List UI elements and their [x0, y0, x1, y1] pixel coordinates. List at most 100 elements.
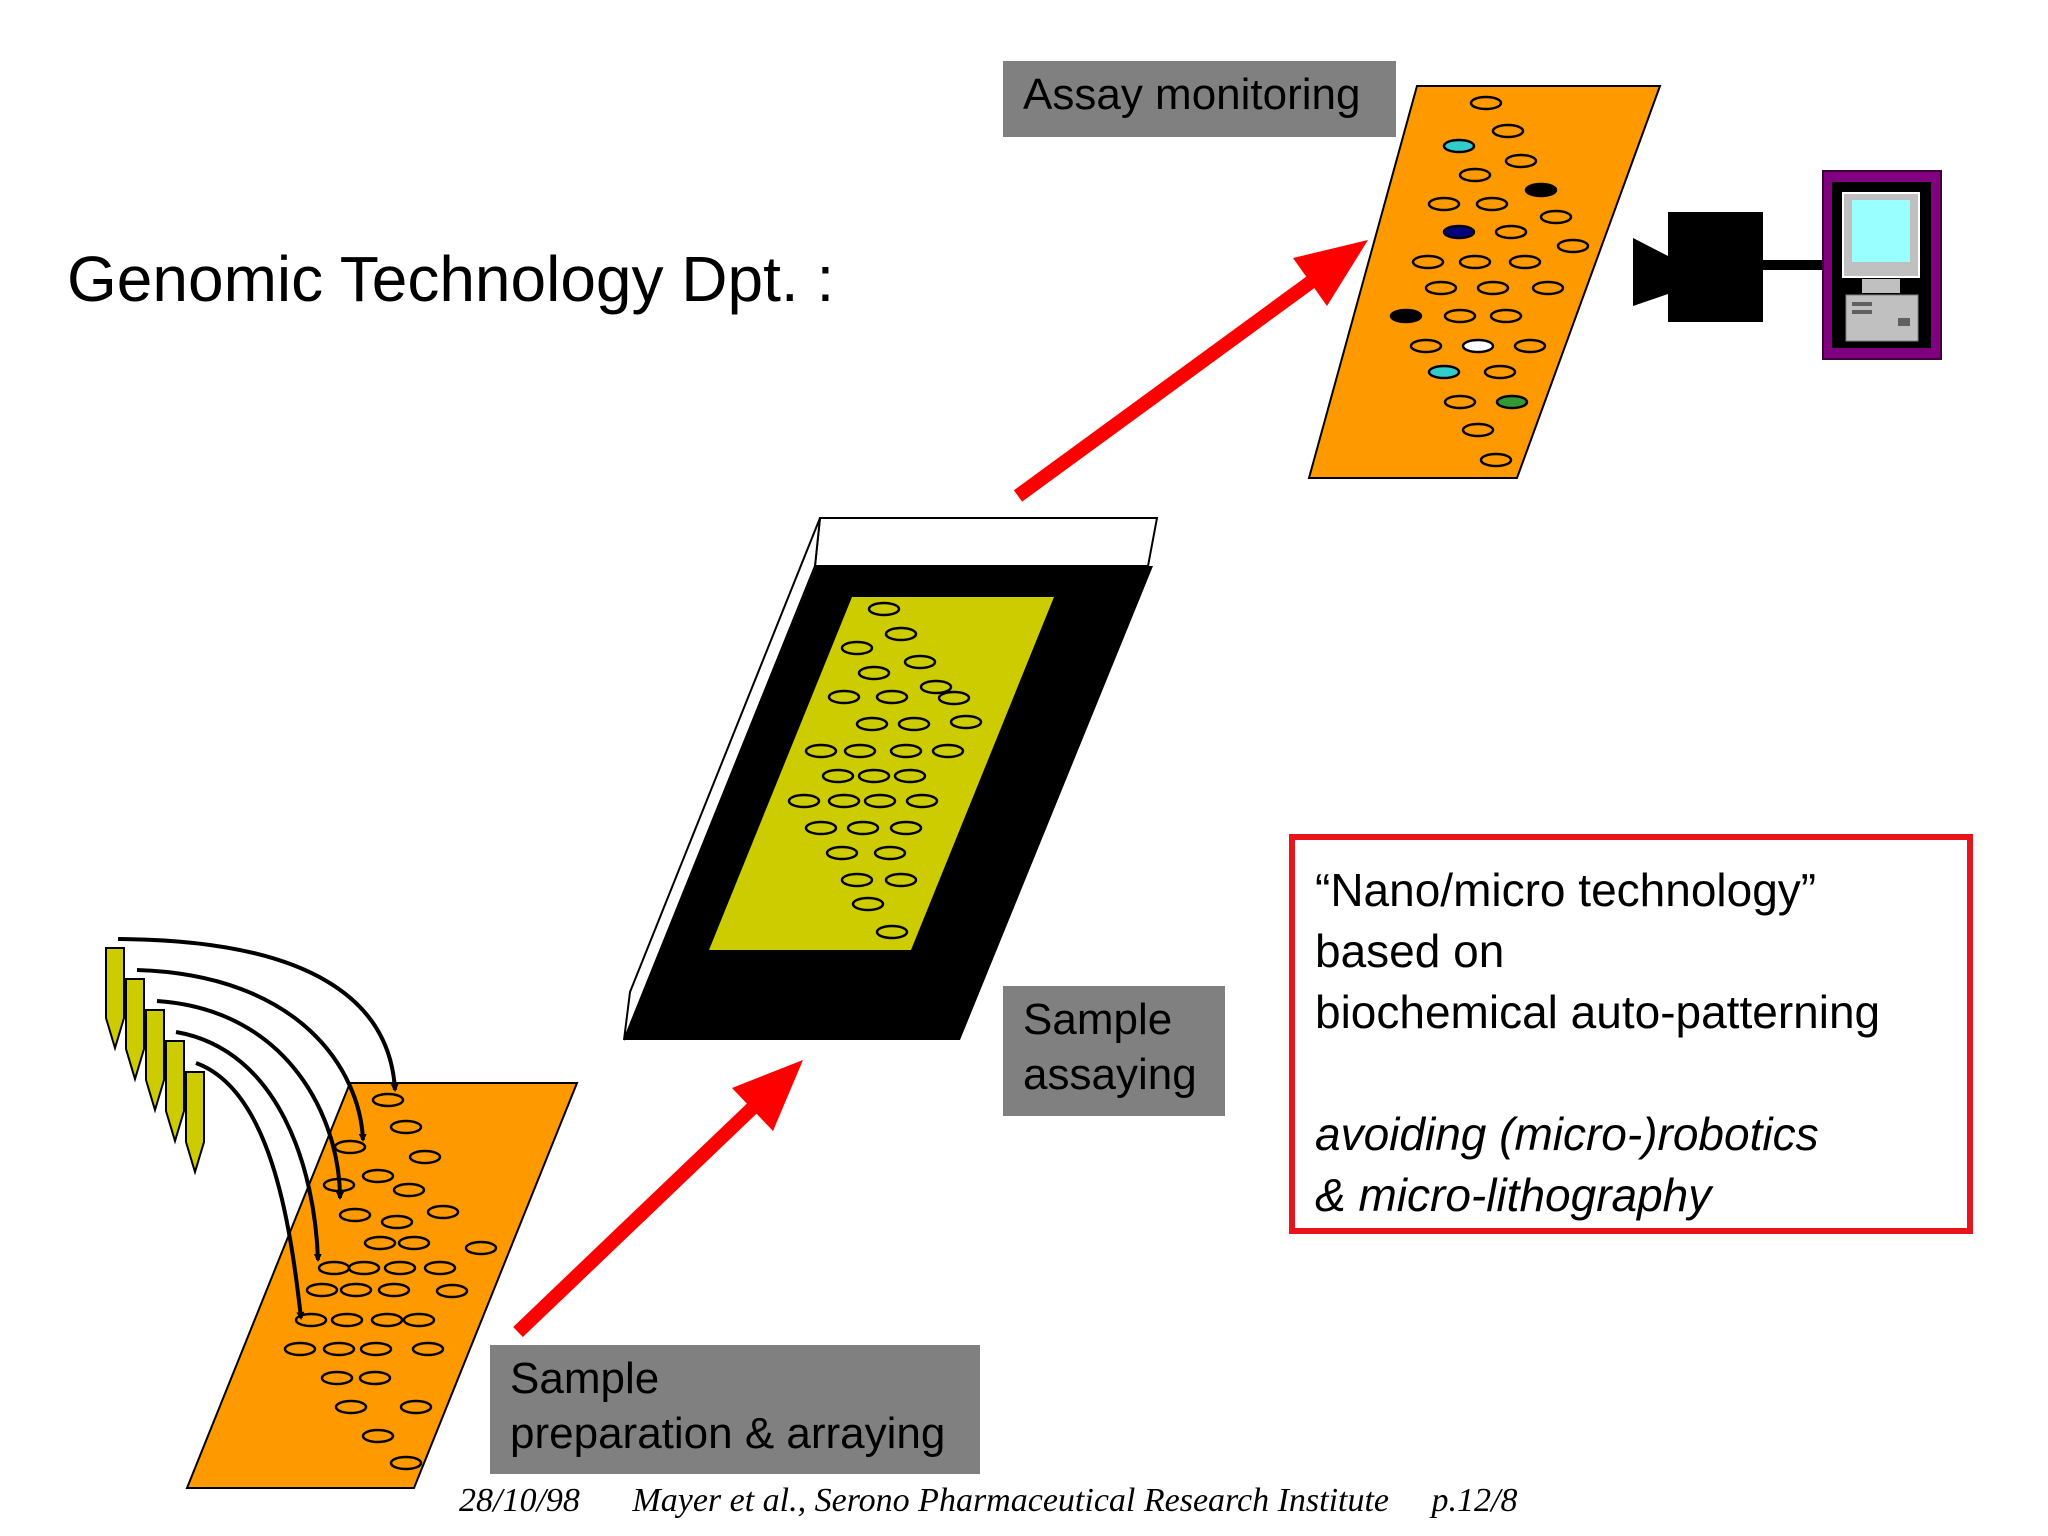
spot [426, 1204, 460, 1220]
monitored-slide [1307, 85, 1662, 479]
spot [905, 793, 939, 809]
sample-prep-line-1: Sample [510, 1354, 660, 1403]
spot [1461, 422, 1495, 438]
spot [411, 1341, 445, 1357]
spot [389, 1455, 423, 1471]
chip-spots [787, 601, 983, 940]
footer-source: Mayer et al., Serono Pharmaceutical Rese… [632, 1482, 1390, 1519]
spot [1427, 364, 1461, 380]
spot [1411, 254, 1445, 270]
info-line-2: based on [1315, 925, 1505, 977]
spot [371, 1092, 405, 1108]
spot [857, 665, 891, 681]
spot [1409, 338, 1443, 354]
info-spacer [1315, 1043, 1947, 1104]
spot [1524, 182, 1558, 198]
spot [359, 1341, 393, 1357]
spot [402, 1312, 436, 1328]
monitored-slide-spots [1389, 95, 1590, 468]
spot [875, 689, 909, 705]
spot [840, 872, 874, 888]
spot [937, 690, 971, 706]
footer-page: p.12/8 [1431, 1482, 1518, 1519]
spot [851, 896, 885, 912]
spot [919, 679, 953, 695]
spot [875, 924, 909, 940]
spot [358, 1370, 392, 1386]
transfer-arrow [156, 999, 344, 1200]
spot [1556, 238, 1590, 254]
spot [294, 1312, 328, 1328]
spot [1389, 308, 1423, 324]
spot [889, 743, 923, 759]
spot [1489, 308, 1523, 324]
sample-assaying-line-1: Sample [1023, 995, 1173, 1044]
spot [846, 820, 880, 836]
spot [1443, 308, 1477, 324]
spot [1469, 95, 1503, 111]
spot [283, 1341, 317, 1357]
spot [827, 793, 861, 809]
spot [408, 1149, 442, 1165]
spot [399, 1399, 433, 1415]
sample-slide-spots [283, 1092, 498, 1471]
pipette-pins [105, 947, 205, 1176]
info-line-1: “Nano/micro technology” [1315, 864, 1817, 916]
pipette-pin [105, 947, 125, 1052]
sample-slide [185, 1082, 579, 1489]
pipette-pin [185, 1071, 205, 1176]
spot [361, 1168, 395, 1184]
arrow-assay-to-monitor [1013, 240, 1368, 502]
transfer-arrow [175, 1030, 322, 1262]
computer-icon [1822, 170, 1942, 360]
spot [334, 1399, 368, 1415]
spot [949, 714, 983, 730]
spot [825, 845, 859, 861]
spot [320, 1370, 354, 1386]
sample-assaying-label: Sample assaying [1003, 986, 1225, 1116]
assay-monitoring-label: Assay monitoring [1003, 61, 1396, 137]
spot [322, 1341, 356, 1357]
spot [1442, 224, 1476, 240]
spot [1476, 280, 1510, 296]
page-title: Genomic Technology Dpt. : [67, 243, 835, 315]
sample-assaying-line-2: assaying [1023, 1050, 1197, 1099]
spot [397, 1235, 431, 1251]
spot [305, 1282, 339, 1298]
sample-prep-line-2: preparation & arraying [510, 1409, 946, 1458]
spot [338, 1207, 372, 1223]
spot [931, 743, 965, 759]
spot [1458, 254, 1492, 270]
spot [347, 1260, 381, 1276]
spot [897, 716, 931, 732]
info-italic-line-2: & micro-lithography [1315, 1169, 1712, 1221]
spot [863, 793, 897, 809]
spot [435, 1283, 469, 1299]
spot [855, 716, 889, 732]
spot [893, 768, 927, 784]
spot [392, 1182, 426, 1198]
spot [821, 768, 855, 784]
sample-prep-label: Sample preparation & arraying [490, 1345, 980, 1474]
technology-info-box: “Nano/micro technology” based on biochem… [1289, 834, 1973, 1234]
spot [884, 872, 918, 888]
spot [1531, 280, 1565, 296]
spot [1427, 196, 1461, 212]
transfer-arrow [136, 968, 367, 1142]
transfer-arrows [117, 937, 399, 1320]
spot [1504, 153, 1538, 169]
assay-monitoring-text: Assay monitoring [1023, 70, 1361, 119]
spot [1443, 394, 1477, 410]
spot [423, 1260, 457, 1276]
spot [804, 820, 838, 836]
spot [843, 743, 877, 759]
spot [363, 1235, 397, 1251]
spot [389, 1119, 423, 1135]
spot [1495, 394, 1529, 410]
pipette-pin [145, 1009, 165, 1114]
spot [370, 1312, 404, 1328]
spot [339, 1282, 373, 1298]
spot [867, 601, 901, 617]
spot [1458, 167, 1492, 183]
